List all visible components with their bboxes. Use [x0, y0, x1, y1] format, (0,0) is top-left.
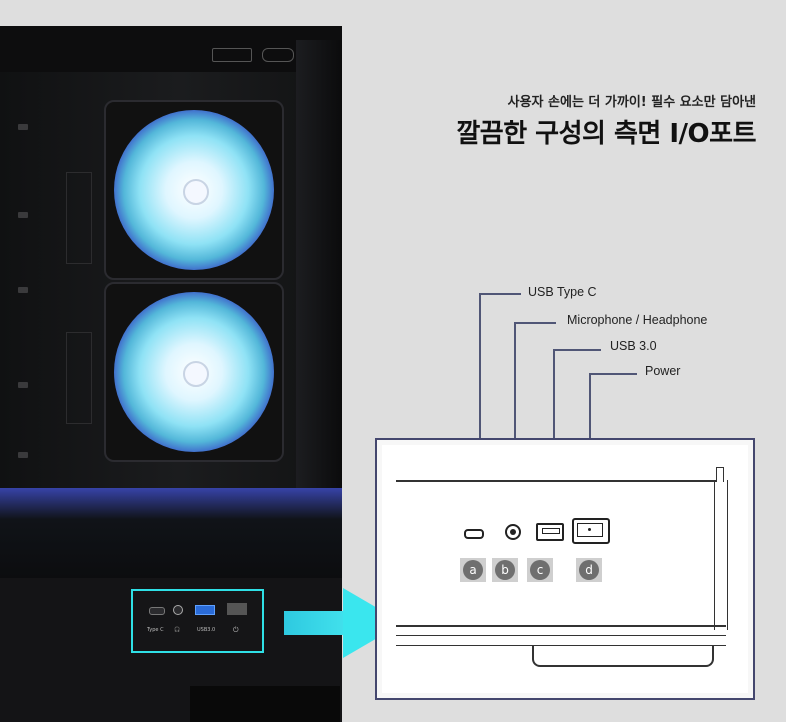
usb-a-port-icon: [195, 605, 215, 615]
power-label-icon: ⏻: [233, 626, 239, 634]
cable-grommet: [66, 332, 92, 424]
top-button-icon: [262, 48, 294, 62]
vent-icon: [18, 212, 28, 218]
audio-jack-core: [510, 529, 516, 535]
audio-jack-icon: [505, 524, 521, 540]
typec-label: Type C: [147, 627, 164, 633]
header-title: 깔끔한 구성의 측면 I/O포트: [456, 119, 756, 149]
diagram-side-wall: [714, 480, 728, 630]
case-bottom-glow: [0, 488, 342, 578]
badge-a-label: a: [463, 560, 483, 580]
vent-icon: [18, 124, 28, 130]
power-button-icon: [227, 603, 247, 615]
callout-line-a: [479, 293, 481, 513]
audio-jack-icon: [173, 605, 183, 615]
rgb-fan-top: [104, 100, 284, 280]
callout-line-b: [514, 322, 516, 512]
power-led: [588, 528, 591, 531]
case-top-panel: [0, 26, 342, 73]
port-label-usb3: USB 3.0: [610, 339, 657, 353]
vent-icon: [18, 382, 28, 388]
badge-b: b: [492, 558, 518, 582]
power-button-inner: [577, 523, 603, 537]
fan-hub-icon: [183, 179, 209, 205]
case-io-panel: Type C 🎧 USB3.0 ⏻: [131, 589, 264, 653]
badge-d-label: d: [579, 560, 599, 580]
io-diagram: a b c d: [382, 445, 748, 693]
callout-line-c-h: [553, 349, 601, 351]
top-vent-icon: [212, 48, 252, 62]
diagram-rail-3: [396, 645, 726, 646]
diagram-rail-1: [396, 625, 726, 627]
badge-a: a: [460, 558, 486, 582]
usb-a-tongue: [542, 528, 560, 534]
vent-icon: [18, 287, 28, 293]
callout-line-a-h: [479, 293, 521, 295]
vent-icon: [18, 452, 28, 458]
callout-line-c: [553, 349, 555, 511]
case-foot: [190, 686, 340, 722]
callout-line-b-h: [514, 322, 556, 324]
port-label-audio: Microphone / Headphone: [567, 313, 708, 327]
badge-c-label: c: [530, 560, 550, 580]
badge-c: c: [527, 558, 553, 582]
diagram-top-edge: [396, 480, 716, 482]
fan-hub-icon: [183, 361, 209, 387]
badge-d: d: [576, 558, 602, 582]
port-label-power: Power: [645, 364, 681, 378]
diagram-rail-2: [396, 635, 726, 636]
cable-grommet: [66, 172, 92, 264]
port-label-usb-c: USB Type C: [528, 285, 597, 299]
badge-b-label: b: [495, 560, 515, 580]
usb-c-port-icon: [464, 529, 484, 539]
rgb-fan-bottom: [104, 282, 284, 462]
usb-label: USB3.0: [197, 627, 216, 633]
diagram-base: [532, 645, 714, 667]
header-subtitle: 사용자 손에는 더 가까이! 필수 요소만 담아낸: [507, 95, 756, 110]
power-button-icon: [572, 518, 610, 544]
audio-label-icon: 🎧: [174, 627, 181, 633]
diagram-tab: [716, 467, 724, 482]
usb-c-port-icon: [149, 607, 165, 615]
usb-a-port-icon: [536, 523, 564, 541]
callout-line-d-h: [589, 373, 637, 375]
